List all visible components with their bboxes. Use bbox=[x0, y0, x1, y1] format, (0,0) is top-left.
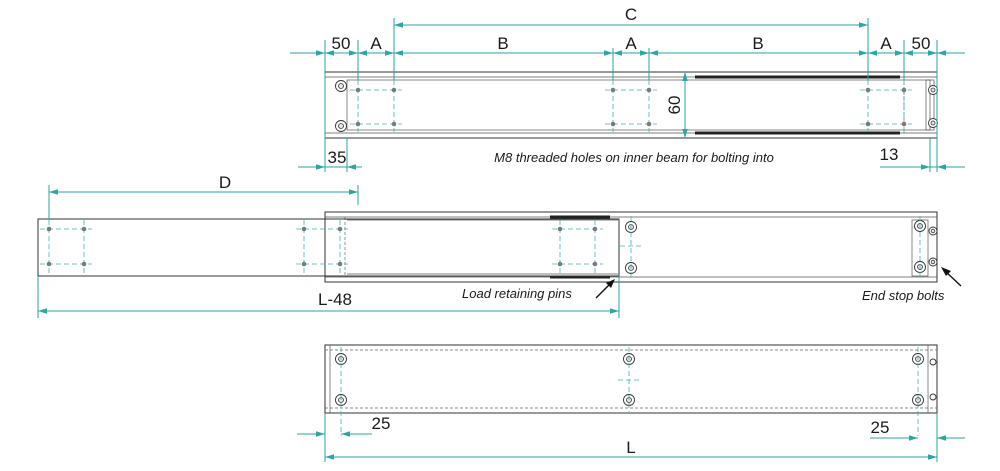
top-inner-beam bbox=[346, 79, 931, 131]
dim-A-label: A bbox=[880, 34, 892, 53]
bottom-outer-channel bbox=[324, 344, 938, 414]
bottom-view: 25 25 L bbox=[297, 344, 965, 462]
extended-inner-beam bbox=[37, 218, 620, 277]
dim-50-right-label: 50 bbox=[912, 34, 931, 53]
middle-outer-channel bbox=[324, 211, 938, 283]
load-pins-note: Load retaining pins bbox=[462, 286, 572, 301]
dim-25-right-label: 25 bbox=[871, 418, 890, 437]
dim-13-label: 13 bbox=[880, 145, 899, 164]
dim-25-left-label: 25 bbox=[372, 414, 391, 433]
middle-hole-group-3 bbox=[552, 220, 603, 275]
dim-B-label: B bbox=[497, 34, 508, 53]
top-hole-group-2 bbox=[605, 80, 657, 132]
top-outer-channel bbox=[324, 71, 938, 139]
dim-50-left-label: 50 bbox=[332, 34, 351, 53]
dim-60-label: 60 bbox=[665, 96, 684, 115]
middle-hole-group-1 bbox=[40, 220, 92, 275]
dim-C-label: C bbox=[625, 5, 637, 24]
dim-L-label: L bbox=[626, 438, 635, 457]
dim-A-label: A bbox=[625, 34, 637, 53]
top-hole-group-1 bbox=[350, 80, 402, 132]
dim-D-label: D bbox=[219, 173, 231, 192]
m8-holes-note: M8 threaded holes on inner beam for bolt… bbox=[494, 150, 774, 165]
top-view: C 50 A B A B A 50 60 35 13 M8 threaded h… bbox=[290, 5, 965, 172]
middle-hole-group-2 bbox=[296, 220, 348, 275]
dim-A-label: A bbox=[370, 34, 382, 53]
top-hole-group-3 bbox=[860, 80, 912, 132]
dim-B-label: B bbox=[752, 34, 763, 53]
middle-view: D L-48 Load retaining pins End stop bolt… bbox=[37, 173, 962, 318]
end-stop-note: End stop bolts bbox=[862, 288, 945, 303]
dim-35-label: 35 bbox=[328, 148, 347, 167]
dim-L-48-label: L-48 bbox=[318, 290, 352, 309]
